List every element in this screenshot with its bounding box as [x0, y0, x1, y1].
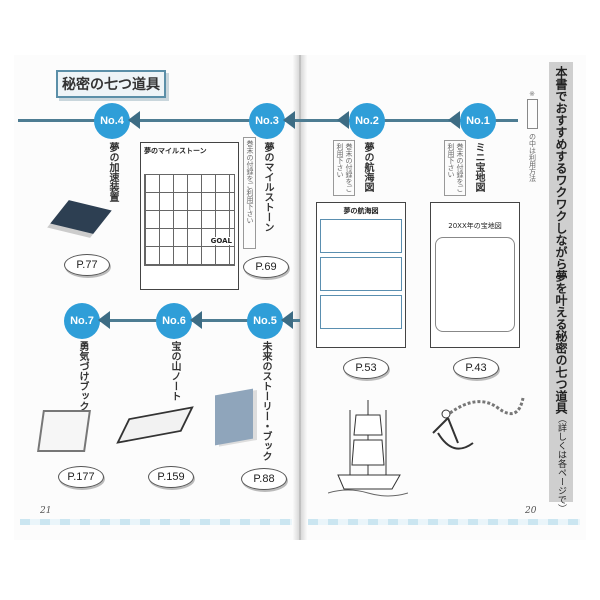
- tool-name: 勇気づけブック: [77, 341, 88, 411]
- milestone-sheet-title: 夢のマイルストーン: [144, 147, 207, 155]
- page-number-left: 21: [40, 506, 52, 516]
- notebook-illustration: [37, 410, 91, 452]
- page-number-right: 20: [525, 506, 537, 516]
- tool-number-badge: No.3: [249, 103, 285, 139]
- page-ref: P.177: [58, 466, 104, 488]
- sidebar-sub-text: （詳しくは各ページで）: [556, 414, 566, 513]
- page-ref: P.43: [453, 357, 499, 379]
- tool-name: ミニ宝地図: [473, 142, 484, 192]
- navigation-chart-sheet: 夢の航海図: [316, 202, 406, 348]
- tool-name: 夢の加速装置: [107, 142, 118, 202]
- footer-wave: [20, 519, 292, 525]
- book-fold: [292, 55, 308, 540]
- tool-number-badge: No.6: [156, 303, 192, 339]
- goal-label: GOAL: [210, 237, 232, 245]
- legend-mark: ※: [529, 90, 535, 98]
- footer-wave: [308, 519, 580, 525]
- tool-note: 巻末の付録をご利用下さい: [243, 137, 256, 249]
- milestone-sheet: 夢のマイルストーン GOAL: [140, 142, 239, 290]
- arrow-left-icon: [128, 111, 140, 129]
- tool-number-badge: No.1: [460, 103, 496, 139]
- tool-name: 夢のマイルストーン: [262, 142, 273, 232]
- legend-box: [526, 99, 538, 129]
- sidebar-main-text: 本書でおすすめするワクワクしながら夢を叶える秘密の七つ道具: [554, 66, 568, 414]
- sidebar-heading: 本書でおすすめするワクワクしながら夢を叶える秘密の七つ道具（詳しくは各ページで）: [549, 62, 573, 513]
- tool-note: 巻末の付録をご利用下さい: [333, 140, 355, 196]
- book-illustration: [215, 388, 253, 446]
- tool-note: 巻末の付録をご利用下さい: [444, 140, 466, 196]
- tool-number-badge: No.5: [247, 303, 283, 339]
- page-ref: P.69: [243, 256, 289, 278]
- page-ref: P.53: [343, 357, 389, 379]
- tool-name: 夢の航海図: [362, 142, 373, 192]
- legend: ※ の中は利用方法: [522, 90, 542, 184]
- tool-name: 未来のストーリー・ブック: [260, 341, 271, 461]
- tool-number-badge: No.2: [349, 103, 385, 139]
- section-title: 秘密の七つ道具: [56, 70, 166, 98]
- page-ref: P.77: [64, 254, 110, 276]
- map-sheet-title: 20XX年の宝地図: [448, 222, 502, 230]
- chart-sheet-title: 夢の航海図: [343, 207, 379, 215]
- legend-text: の中は利用方法: [528, 133, 537, 182]
- arrow-left-icon: [337, 111, 349, 129]
- anchor-illustration: [432, 397, 525, 450]
- page-ref: P.159: [148, 466, 194, 488]
- arrow-left-icon: [283, 111, 295, 129]
- tool-number-badge: No.7: [64, 303, 100, 339]
- tool-name: 宝の山ノート: [169, 341, 180, 401]
- page-ref: P.88: [241, 468, 287, 490]
- arrow-left-icon: [448, 111, 460, 129]
- ship-illustration: [328, 400, 408, 497]
- arrow-left-icon: [281, 311, 293, 329]
- tool-number-badge: No.4: [94, 103, 130, 139]
- treasure-map-sheet: 20XX年の宝地図: [430, 202, 520, 348]
- arrow-left-icon: [190, 311, 202, 329]
- arrow-left-icon: [98, 311, 110, 329]
